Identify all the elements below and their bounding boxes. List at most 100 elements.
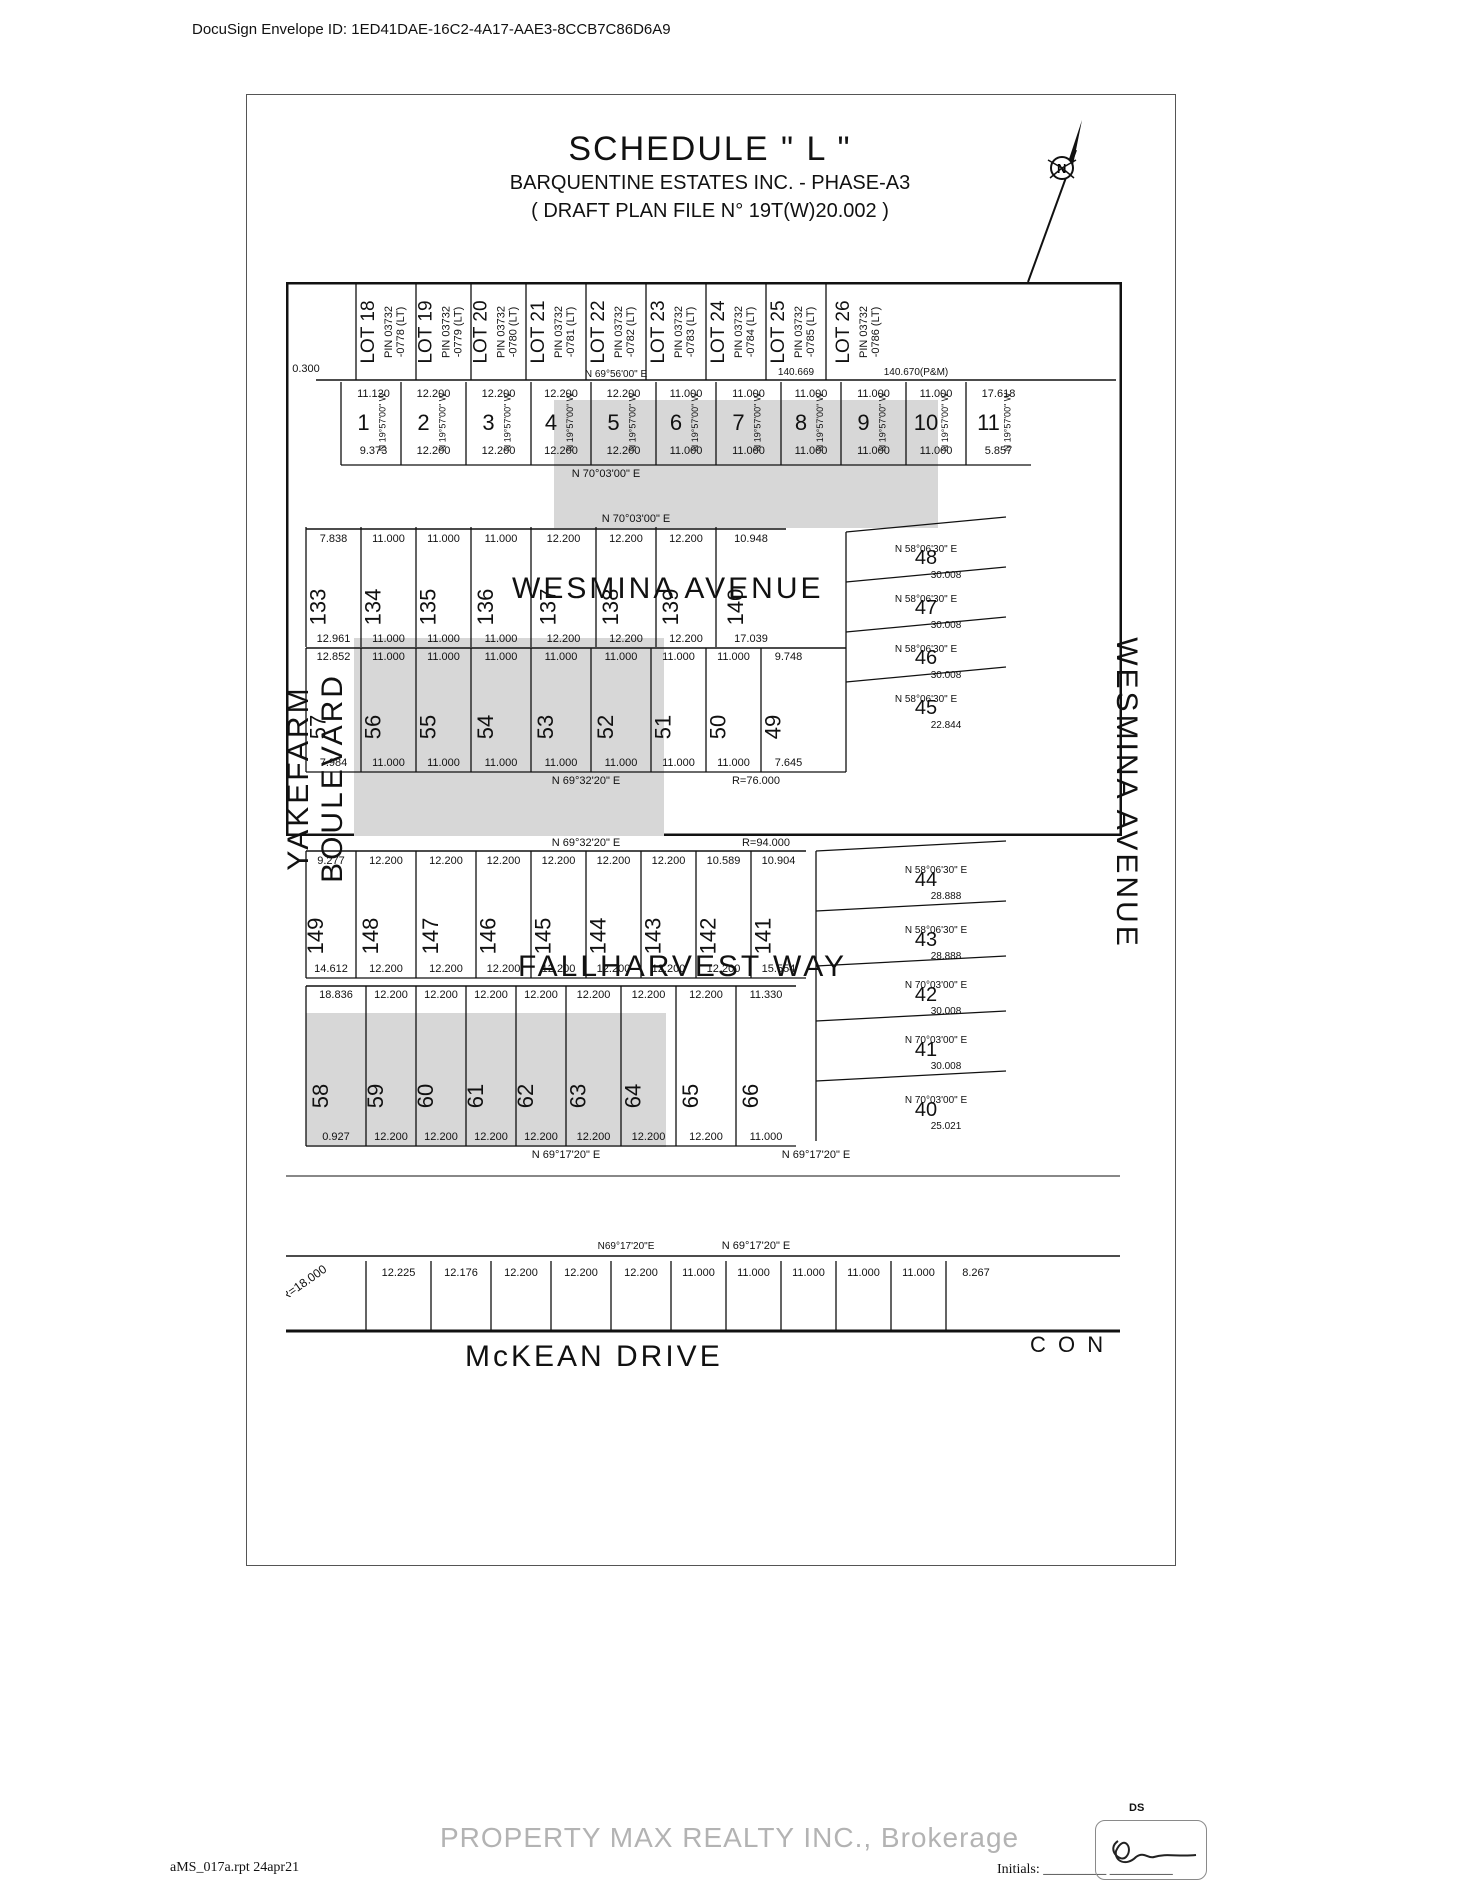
row3-bottom-measure: 11.000 xyxy=(372,757,405,769)
row5-top-measure: 12.200 xyxy=(577,989,611,1001)
bottom-row-measure: 11.000 xyxy=(847,1267,880,1279)
row4-bottom-measure: 12.200 xyxy=(542,963,576,975)
row5-bottom-measure: 11.000 xyxy=(750,1131,783,1143)
row3-top-measure: 11.000 xyxy=(427,651,460,663)
row2-top-measure: 11.000 xyxy=(485,533,518,545)
row5-top-measure: 12.200 xyxy=(689,989,723,1001)
ds-label: DS xyxy=(1126,1802,1148,1814)
row1-top-measure: 11.000 xyxy=(795,388,828,400)
top-lot-pin: PIN 03732 xyxy=(613,306,625,358)
row1-lot-number: 1 xyxy=(357,410,369,435)
east-lot-depth: 30.008 xyxy=(931,1061,962,1072)
row2-lot-number: 134 xyxy=(361,589,386,626)
bearing-fallharvest-2: N 69°32'20" E xyxy=(552,837,621,849)
row4-top-measure: 12.200 xyxy=(542,855,576,867)
row3-top-measure: 11.000 xyxy=(485,651,518,663)
row1-top-measure: 12.200 xyxy=(544,388,578,400)
row1-bottom-measure: 12.200 xyxy=(607,445,641,457)
row1-top-measure: 11.000 xyxy=(670,388,703,400)
row4-lot-number: 143 xyxy=(641,918,666,955)
row5-top-measure: 12.200 xyxy=(424,989,458,1001)
bottom-row-measure: 12.200 xyxy=(624,1267,658,1279)
row3-lot-number: 57 xyxy=(306,715,331,739)
row2-top-measure: 12.200 xyxy=(547,533,581,545)
top-lot-pin-number: -0782 (LT) xyxy=(625,307,637,358)
bearing-wesmina-1: N 70°03'00" E xyxy=(572,468,641,480)
row3-lot-number: 50 xyxy=(706,715,731,739)
bearing-fallharvest-1: N 69°32'20" E xyxy=(552,775,621,787)
row4-bottom-measure: 14.612 xyxy=(314,963,348,975)
radius-94: R=94.000 xyxy=(742,837,790,849)
east-lot-bearing: N 70°03'00" E xyxy=(905,980,968,991)
row5-top-measure: 18.836 xyxy=(319,989,353,1001)
row5-lot-number: 62 xyxy=(513,1084,538,1108)
row2-top-measure: 11.000 xyxy=(372,533,405,545)
row4-lot-number: 147 xyxy=(418,918,443,955)
row4-lot-number: 146 xyxy=(476,918,501,955)
row4-bottom-measure: 12.200 xyxy=(369,963,403,975)
row1-lot-number: 7 xyxy=(732,410,744,435)
row1-lot-bearing: N 19°57'00" W xyxy=(878,392,888,451)
row5-top-measure: 12.200 xyxy=(474,989,508,1001)
row1-top-measure: 12.200 xyxy=(482,388,516,400)
report-id: aMS_017a.rpt 24apr21 xyxy=(170,1860,300,1875)
row3-lot-number: 49 xyxy=(761,715,786,739)
row1-lot-bearing: N 19°57'00" W xyxy=(940,392,950,451)
bottom-row-measure: 12.200 xyxy=(564,1267,598,1279)
top-lot-pin: PIN 03732 xyxy=(383,306,395,358)
initials-line: Initials: _________ _________ xyxy=(997,1862,1173,1877)
row3-top-measure: 11.000 xyxy=(372,651,405,663)
row1-lot-number: 10 xyxy=(914,410,938,435)
row1-lot-number: 9 xyxy=(857,410,869,435)
east-lot-bearing: N 70°03'00" E xyxy=(905,1035,968,1046)
row4-top-measure: 12.200 xyxy=(487,855,521,867)
row5-top-measure: 12.200 xyxy=(524,989,558,1001)
row5-bottom-measure: 0.927 xyxy=(322,1131,350,1143)
row4-top-measure: 12.200 xyxy=(652,855,686,867)
row3-bottom-measure: 11.000 xyxy=(485,757,518,769)
bottom-row-measure: 11.000 xyxy=(792,1267,825,1279)
row2-bottom-measure: 11.000 xyxy=(427,633,460,645)
row3-top-measure: 11.000 xyxy=(545,651,578,663)
row3-bottom-measure: 11.000 xyxy=(427,757,460,769)
row3-top-measure: 9.748 xyxy=(775,651,803,663)
row5-bottom-measure: 12.200 xyxy=(689,1131,723,1143)
row5-lot-number: 63 xyxy=(566,1084,591,1108)
row3-lot-number: 54 xyxy=(473,715,498,739)
street-con: C O N xyxy=(1030,1332,1107,1357)
row1-lot-number: 4 xyxy=(545,410,557,435)
docusign-initials-box[interactable] xyxy=(1095,1820,1207,1880)
row5-bottom-measure: 12.200 xyxy=(374,1131,408,1143)
bearing-mckean-4: N 69°17'20" E xyxy=(722,1240,791,1252)
row3-bottom-measure: 11.000 xyxy=(605,757,638,769)
row4-top-measure: 12.200 xyxy=(597,855,631,867)
row1-top-measure: 11.000 xyxy=(857,388,890,400)
row5-lot-number: 58 xyxy=(308,1084,333,1108)
row2-bottom-measure: 17.039 xyxy=(734,633,768,645)
plan-linework xyxy=(305,284,1116,773)
row1-bottom-measure: 11.000 xyxy=(732,445,765,457)
row4-bottom-measure: 12.200 xyxy=(707,963,741,975)
east-lot-number: 45 xyxy=(915,697,937,719)
row5-lot-number: 64 xyxy=(621,1084,646,1108)
east-lot-number: 48 xyxy=(915,547,937,569)
row1-top-measure: 12.200 xyxy=(417,388,451,400)
street-wesmina-avenue-horizontal: WESMINA AVENUE xyxy=(512,572,824,605)
bottom-row-measure: 11.000 xyxy=(902,1267,935,1279)
schedule-title: SCHEDULE " L " xyxy=(568,130,852,168)
row4-bottom-measure: 15.554 xyxy=(762,963,796,975)
row2-top-measure: 7.838 xyxy=(320,533,348,545)
row5-lot-number: 66 xyxy=(738,1084,763,1108)
top-lot-pin: PIN 03732 xyxy=(496,306,508,358)
row3-lot-number: 52 xyxy=(593,715,618,739)
row1-lot-bearing: N 19°57'00" W xyxy=(628,392,638,451)
top-lot-label: LOT 22 xyxy=(588,300,609,363)
east-lot-number: 43 xyxy=(915,929,937,951)
east-lot-bearing: N 58°06'30" E xyxy=(905,865,968,876)
row1-lot-number: 6 xyxy=(670,410,682,435)
row1-bottom-measure: 11.000 xyxy=(857,445,890,457)
bottom-row-measure: 11.000 xyxy=(737,1267,770,1279)
row5-lot-number: 60 xyxy=(413,1084,438,1108)
envelope-id: DocuSign Envelope ID: 1ED41DAE-16C2-4A17… xyxy=(192,21,671,38)
row4-top-measure: 12.200 xyxy=(369,855,403,867)
